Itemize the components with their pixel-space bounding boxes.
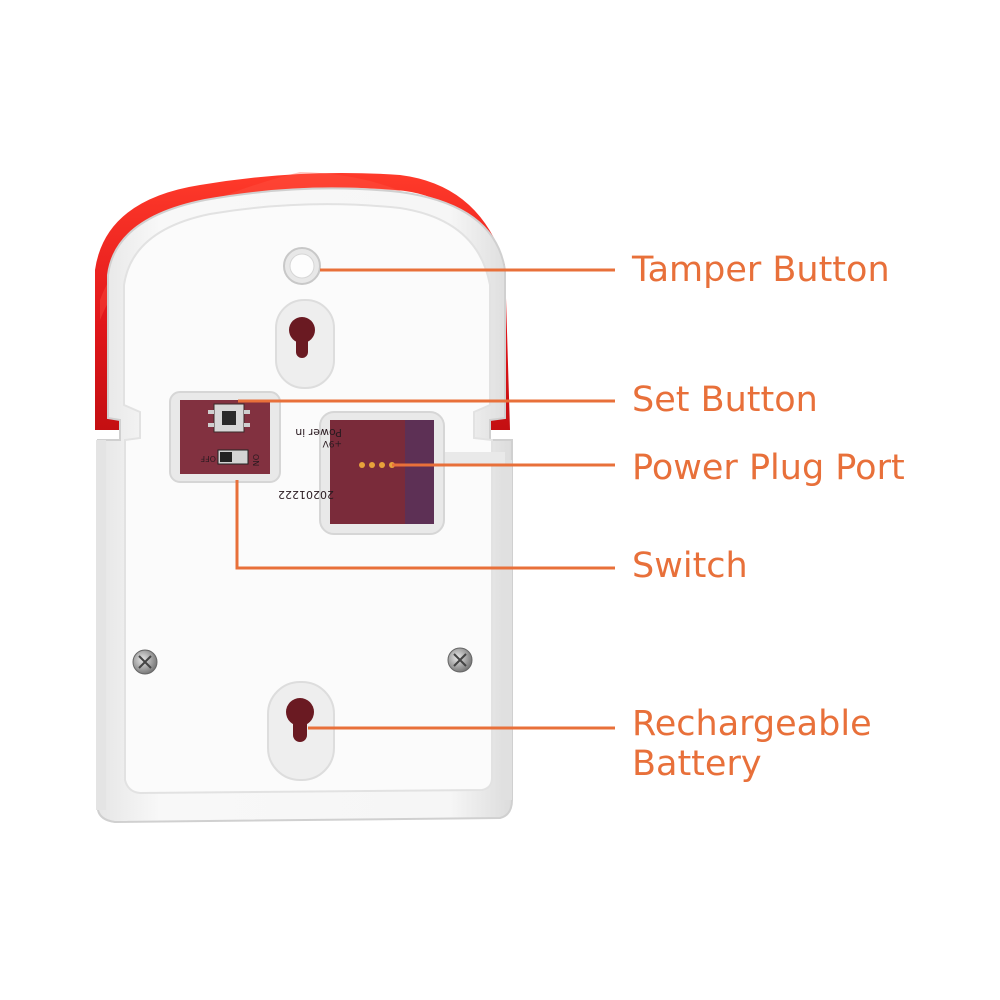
rechargeable-battery-label: Rechargeable Battery xyxy=(632,704,872,784)
pcb-window-left: OFF ON xyxy=(169,391,281,483)
switch-label: Switch xyxy=(632,546,748,586)
tamper-button xyxy=(283,247,321,285)
top-keyhole-mount xyxy=(275,299,335,389)
tamper-button-label: Tamper Button xyxy=(632,250,890,290)
callout-lines xyxy=(235,268,615,730)
switch-on-marking: ON xyxy=(251,454,260,466)
switch-leader-line xyxy=(235,480,615,570)
switch-off-marking: OFF xyxy=(200,454,216,463)
set-button xyxy=(208,403,250,433)
slide-switch xyxy=(217,449,249,465)
set-button-label: Set Button xyxy=(632,380,818,420)
screw-right xyxy=(447,647,473,673)
pcb-window-right: Power in +9V 20201222 xyxy=(278,411,445,535)
voltage-marking: +9V xyxy=(322,438,342,448)
bottom-keyhole-mount xyxy=(267,681,335,781)
screw-left xyxy=(132,649,158,675)
date-code-marking: 20201222 xyxy=(278,488,334,501)
power-plug-port-label: Power Plug Port xyxy=(632,448,905,488)
power-in-marking: Power in xyxy=(295,426,342,439)
